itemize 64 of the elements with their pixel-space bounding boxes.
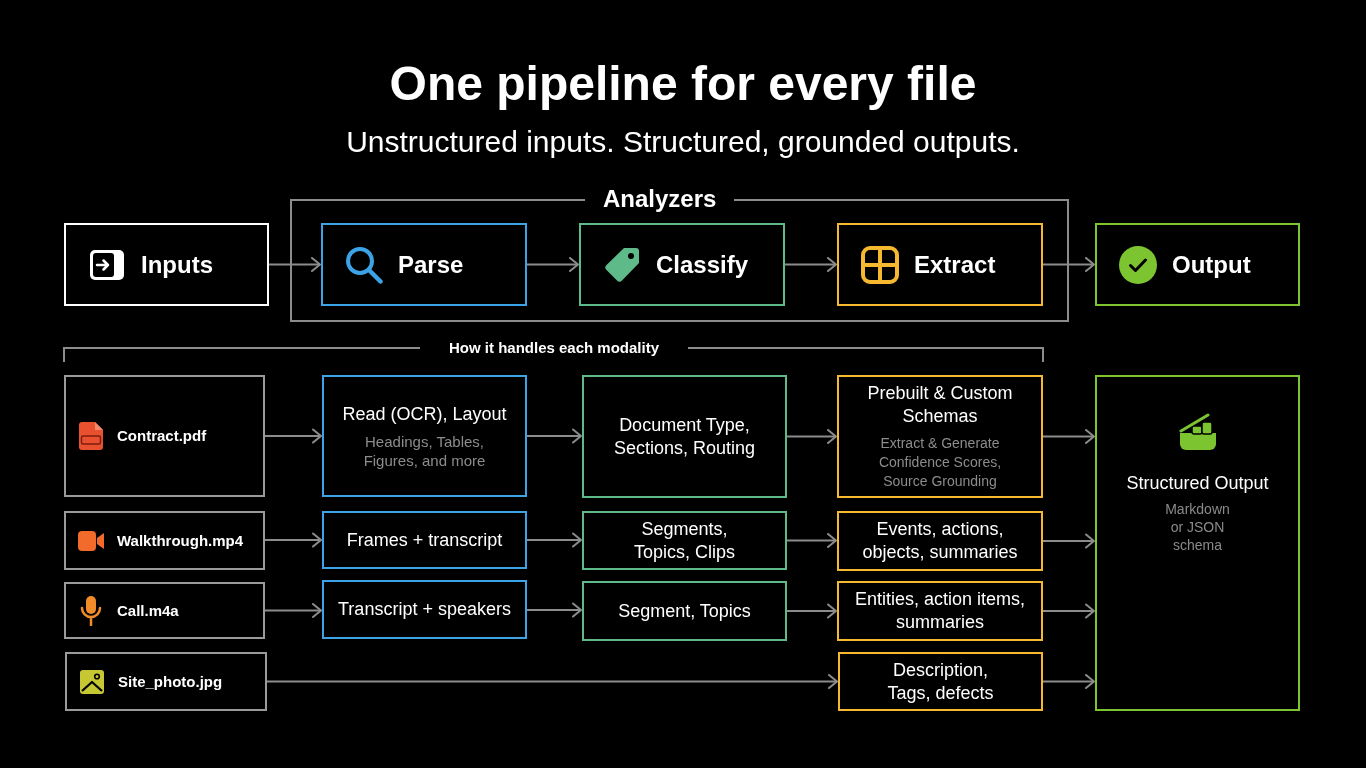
arrow (526, 602, 582, 618)
stage-box (837, 223, 1043, 306)
input-file-box (65, 652, 267, 711)
stage-box (321, 223, 527, 306)
arrow (786, 429, 837, 444)
output-label: Structured Output (1126, 472, 1269, 495)
stage-box (579, 223, 785, 306)
arrow (786, 533, 837, 548)
stage-label: Extract (914, 249, 996, 280)
stage-box (1095, 223, 1300, 306)
process-box (322, 580, 527, 639)
arrow (264, 428, 322, 444)
step-label: Prebuilt & Custom Schemas (866, 382, 1014, 428)
step-label: Read (OCR), Layout (342, 402, 507, 426)
file-name: Walkthrough.mp4 (117, 530, 244, 551)
stage-box (64, 223, 269, 306)
process-box (837, 581, 1043, 641)
title: One pipeline for every file (388, 56, 978, 112)
step-label: Entities, action items, summaries (853, 588, 1027, 634)
input-file-box (64, 582, 265, 639)
step-label: Document Type, Sections, Routing (612, 413, 757, 460)
stage-label: Parse (398, 249, 464, 280)
process-box (838, 652, 1043, 711)
stage-label: Inputs (141, 249, 213, 280)
subtitle: Unstructured inputs. Structured, grounded outputs. (345, 124, 1021, 160)
arrow (266, 674, 838, 689)
arrow (1042, 533, 1095, 549)
arrow (784, 257, 837, 272)
step-label: Events, actions, objects, summaries (861, 518, 1019, 564)
process-box (582, 581, 787, 641)
arrow (1042, 429, 1095, 444)
arrow (268, 257, 321, 272)
arrow (786, 603, 837, 619)
input-file-box (64, 375, 265, 497)
stage-label: Classify (656, 249, 749, 280)
step-details: Headings, Tables, Figures, and more (362, 431, 487, 470)
file-name: Contract.pdf (117, 426, 207, 446)
step-label: Segments, Topics, Clips (633, 517, 736, 564)
arrow (1042, 674, 1095, 689)
output-details: Markdown or JSON schema (1164, 500, 1231, 554)
file-name: Site_photo.jpg (118, 671, 223, 692)
arrow (1042, 603, 1095, 619)
step-label: Frames + transcript (346, 528, 503, 552)
process-box (582, 511, 787, 570)
process-box (322, 511, 527, 569)
arrow (264, 603, 322, 618)
arrow (264, 532, 322, 548)
arrow (526, 257, 579, 272)
process-box (582, 375, 787, 498)
process-box (322, 375, 527, 497)
input-file-box (64, 511, 265, 570)
stage-label: Output (1172, 249, 1251, 280)
process-box (837, 375, 1043, 498)
step-label: Segment, Topics (618, 599, 751, 623)
output-box (1095, 375, 1300, 711)
file-name: Call.m4a (117, 600, 179, 621)
section-heading: How it handles each modality (447, 338, 660, 358)
arrow (526, 428, 582, 444)
arrow (1042, 257, 1095, 272)
process-box (837, 511, 1043, 571)
arrow (526, 532, 582, 548)
step-details: Extract & Generate Confidence Scores, Source Grounding (877, 434, 1003, 491)
step-label: Transcript + speakers (338, 598, 511, 621)
step-label: Description, Tags, defects (886, 658, 995, 705)
